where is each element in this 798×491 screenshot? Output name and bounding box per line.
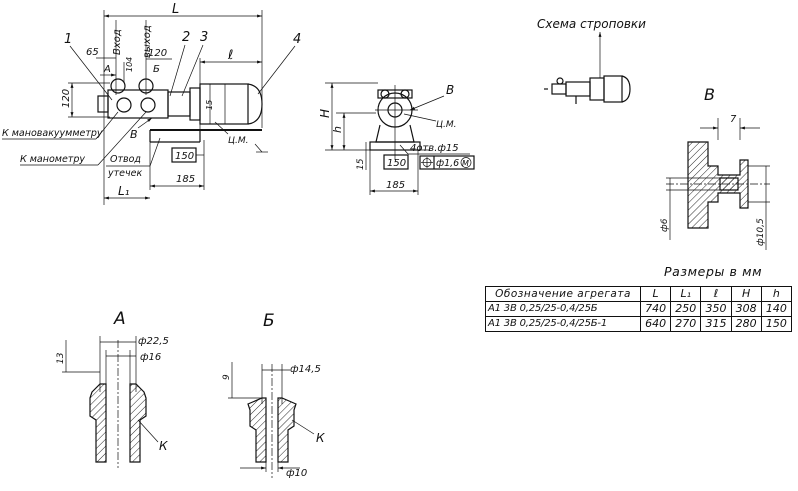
view-v-marker: В [130,128,138,141]
dim-phi6: ф6 [660,218,670,232]
dimensions-table: Обозначение агрегата L L₁ ℓ H h А1 3В 0,… [485,286,793,332]
tolerance-phi: ф1,6 [436,158,459,169]
b-k: К [316,431,325,445]
view-v-title: В [704,85,715,104]
dim-L: L [172,2,179,17]
b-dim-phi14-5: ф14,5 [290,364,321,375]
inlet-label: Вход [112,29,123,55]
cm-label-front: Ц.М. [228,136,248,146]
dim-L1: L₁ [118,184,130,198]
dim-120-top: 120 [148,48,167,59]
table-cell: 740 [639,301,672,317]
dim-65: 65 [86,47,99,58]
table-cell: 250 [670,301,702,317]
header-h: h [760,286,793,302]
section-b-title: Б [263,311,275,331]
dim-H: H [318,109,332,118]
dim-150-boxed: 150 [175,151,194,162]
table-cell: 280 [730,316,762,332]
table-cell: 315 [700,316,732,332]
section-b: Б 9 ф14,5 ф10 К [222,311,325,479]
dim-15-end: 15 [356,158,366,170]
a-dim-phi22-5: ф22,5 [138,336,169,347]
dim-120-left: 120 [61,89,72,108]
dim-l: ℓ [227,48,233,63]
callout-3: 3 [200,30,208,45]
a-k: К [159,439,168,453]
leak-drain-label-1: Отвод [110,154,141,165]
to-pressure-gauge-label: К манометру [20,154,85,165]
table-row: А1 3В 0,25/25-0,4/25Б-1 640 270 315 280 … [485,316,793,332]
b-dim-9: 9 [222,374,232,380]
dim-185-end: 185 [386,180,405,191]
end-view: H h В Ц.М. 15 150 4отв.ф15 ф1 [318,82,475,195]
section-b-marker: Б [153,64,160,75]
dim-150-end: 150 [387,158,406,169]
callout-4: 4 [293,32,301,47]
table-cell: 270 [670,316,702,332]
cm-label-end: Ц.М. [436,120,456,130]
callout-1: 1 [64,32,72,47]
b-dim-phi10: ф10 [286,468,307,479]
header-designation: Обозначение агрегата [485,286,641,302]
table-header-row: Обозначение агрегата L L₁ ℓ H h [485,286,793,302]
header-L1: L₁ [670,286,702,302]
dim-h: h [331,126,344,133]
dim-104: 104 [125,57,134,72]
table-cell: 150 [760,316,793,332]
sling-title: Схема строповки [537,17,646,31]
section-a: А 13 ф22,5 ф16 К [56,309,169,468]
table-cell: А1 3В 0,25/25-0,4/25Б-1 [485,316,641,332]
table-cell: 140 [760,301,793,317]
table-title: Размеры в мм [664,264,763,279]
outlet-label: выход [142,25,153,58]
a-dim-13: 13 [56,352,66,364]
view-v-detail: В 7 ф6 ф10,5 [660,85,770,250]
table-cell: 640 [639,316,672,332]
dim-15-vert: 15 [205,100,214,110]
to-vacuum-gauge-label: К мановакуумметру [2,128,103,139]
dim-7: 7 [730,114,737,125]
table-cell: А1 3В 0,25/25-0,4/25Б [485,301,641,317]
leak-drain-label-2: утечек [107,168,142,179]
callout-2: 2 [182,30,190,45]
section-a-title: А [113,309,126,329]
table-row: А1 3В 0,25/25-0,4/25Б 740 250 350 308 14… [485,301,793,317]
section-a-marker: А [103,64,111,75]
front-view: L Вход выход 65 104 120 1 2 3 4 А Б ℓ 12… [2,2,301,205]
view-v-marker-end: В [446,83,454,97]
a-dim-phi16: ф16 [140,352,161,363]
header-H: H [730,286,762,302]
header-l: ℓ [700,286,732,302]
sling-scheme: Схема строповки [537,17,646,104]
table-cell: 308 [730,301,762,317]
dim-185: 185 [176,174,195,185]
tolerance-m: М [462,159,469,168]
holes-note: 4отв.ф15 [410,143,459,154]
header-L: L [639,286,672,302]
dim-phi10-5: ф10,5 [756,218,766,246]
table-cell: 350 [700,301,732,317]
